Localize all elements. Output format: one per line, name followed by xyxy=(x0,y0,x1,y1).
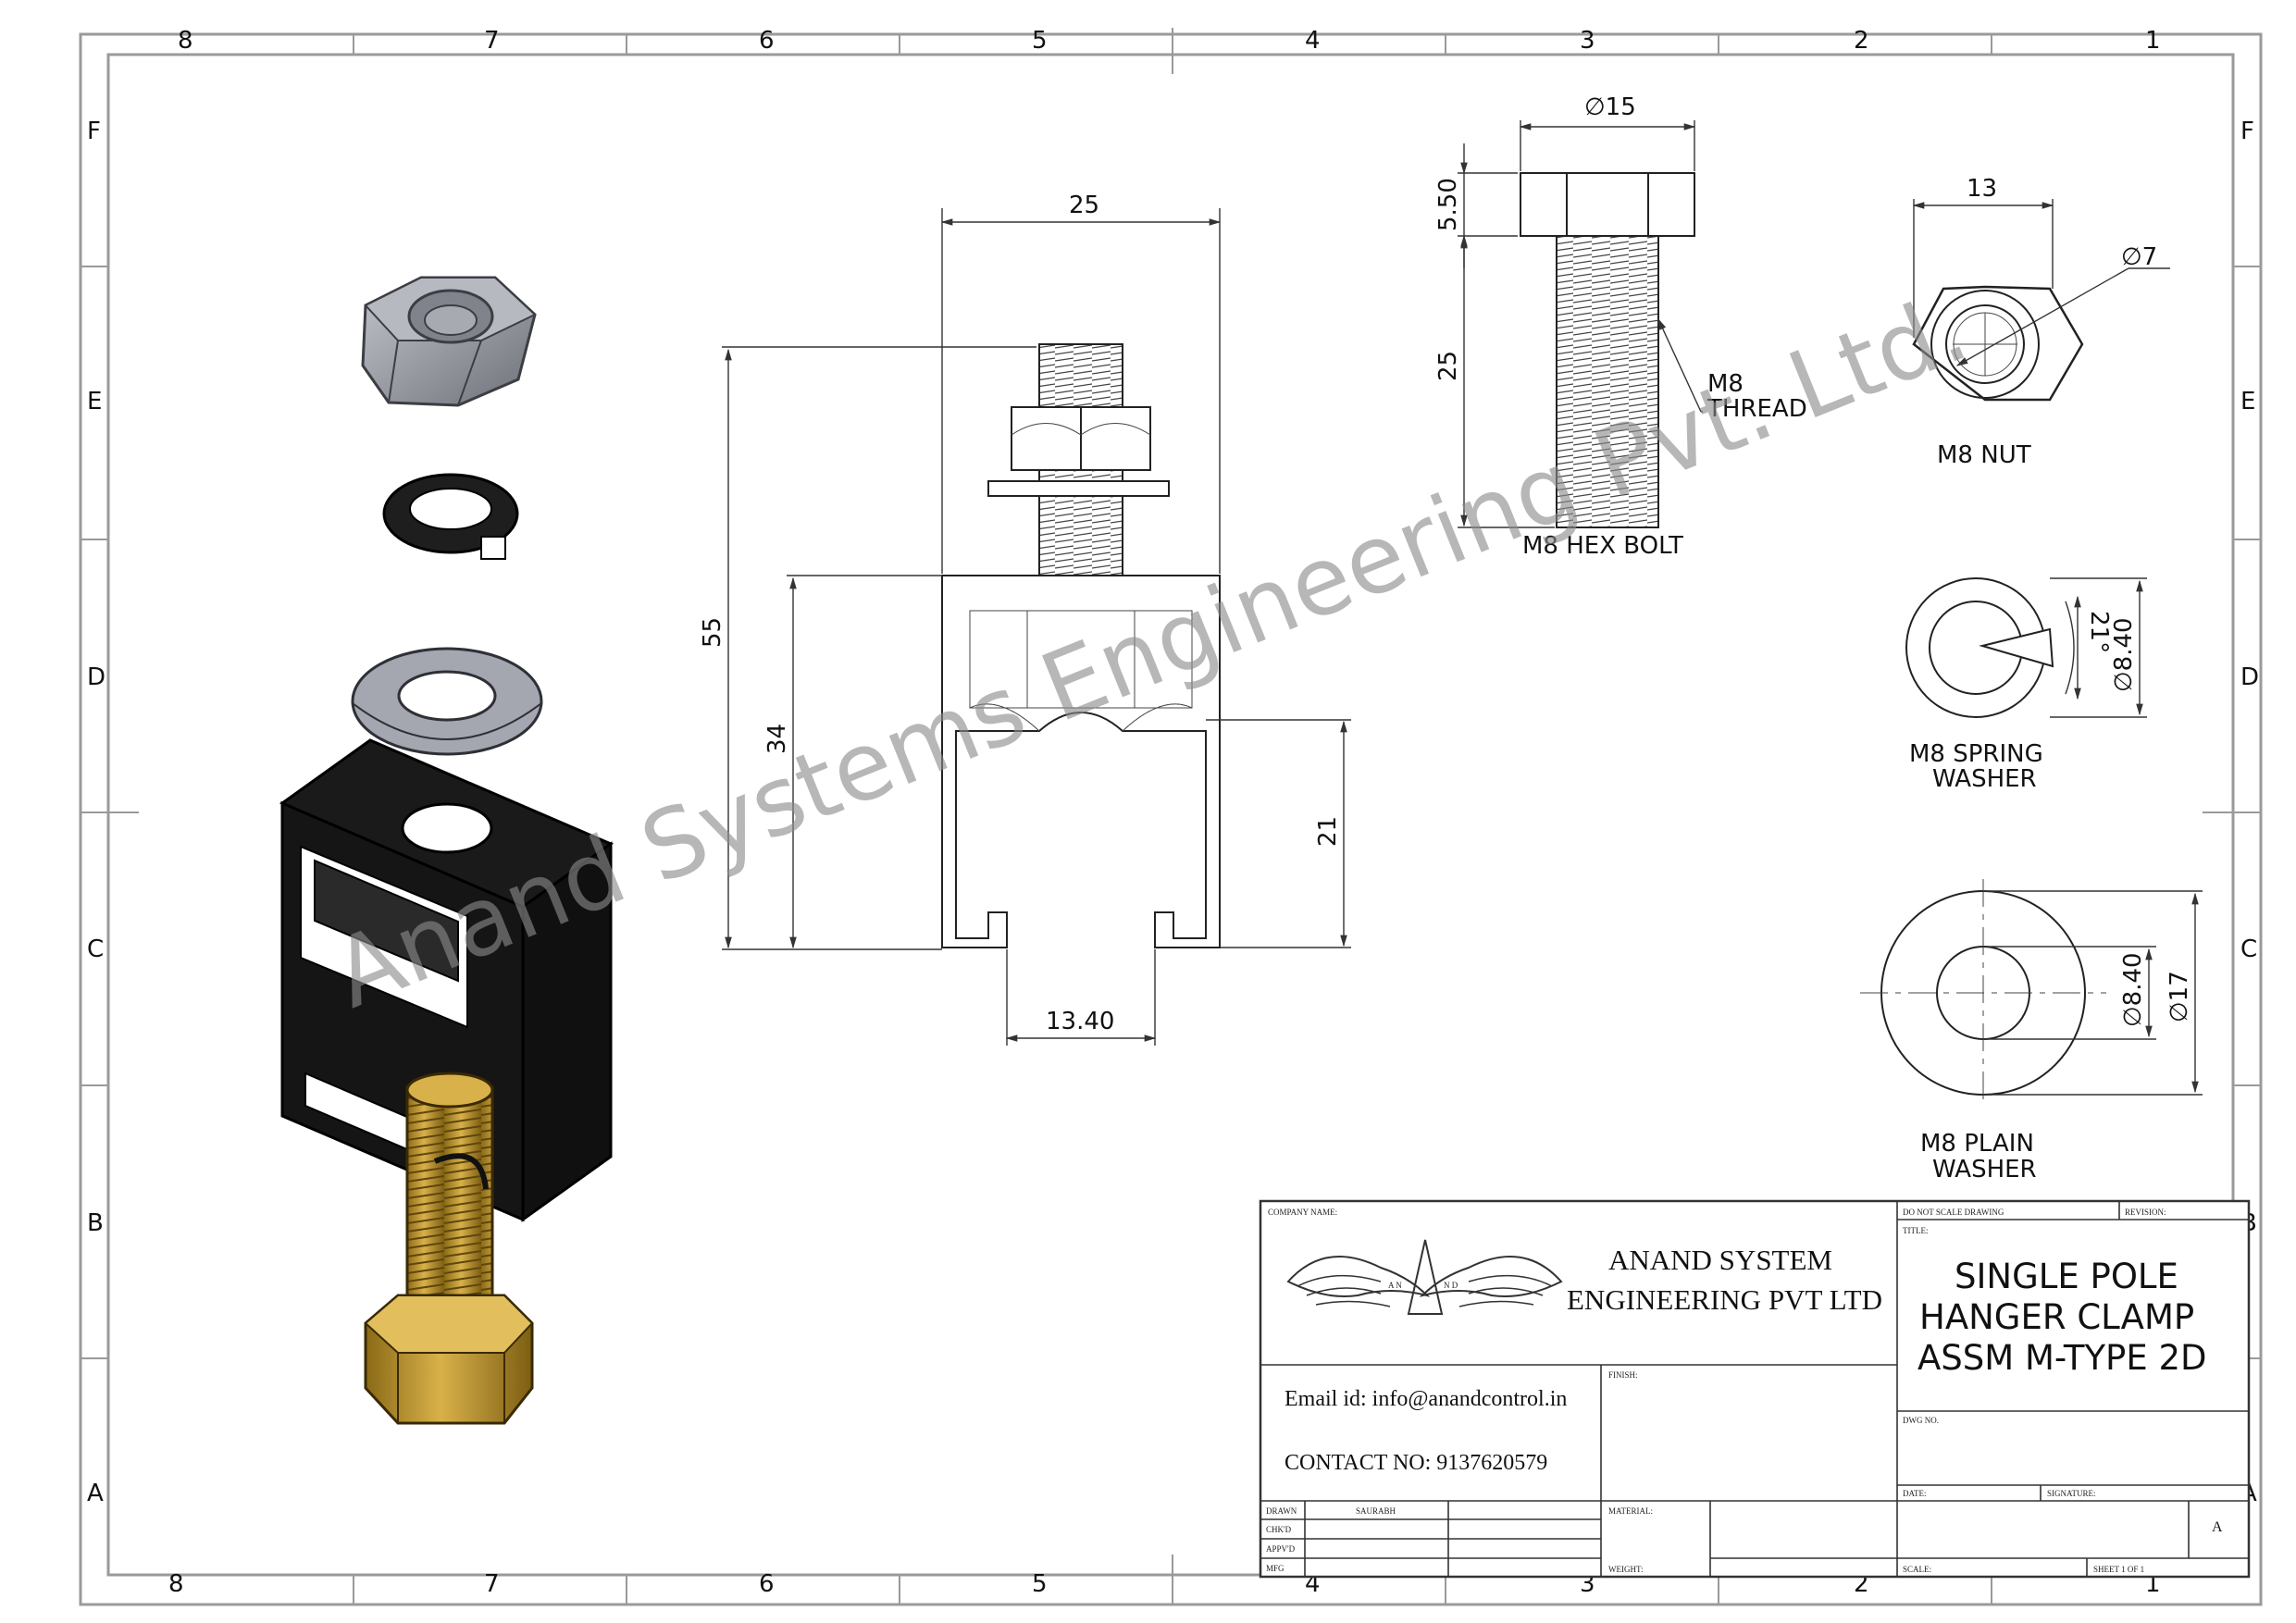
signature-label: SIGNATURE: xyxy=(2047,1489,2096,1498)
dim-spring-dia: ∅8.40 xyxy=(2110,617,2138,692)
zone-col-top: 3 xyxy=(1580,27,1595,55)
company-name-line-2: ENGINEERING PVT LTD xyxy=(1567,1283,1882,1316)
drawn-label: DRAWN xyxy=(1266,1506,1297,1516)
dim-clamp-height: 55 xyxy=(699,617,726,648)
bolt-caption: M8 HEX BOLT xyxy=(1522,532,1683,560)
dim-plain-outer: ∅17 xyxy=(2166,971,2193,1022)
company-name-label: COMPANY NAME: xyxy=(1268,1208,1337,1217)
zone-row-left: A xyxy=(87,1480,104,1507)
spring-washer-caption-2: WASHER xyxy=(1932,765,2037,793)
drawn-name: SAURABH xyxy=(1356,1506,1396,1516)
dim-clamp-jaw: 21 xyxy=(1314,816,1342,847)
dim-nut-width: 13 xyxy=(1967,175,1997,203)
dim-clamp-slot: 13.40 xyxy=(1046,1008,1114,1035)
dim-bolt-dia: ∅15 xyxy=(1584,93,1636,121)
nut-view: 13 ∅7 M8 NUT xyxy=(1912,175,2170,469)
dim-bolt-length: 25 xyxy=(1434,351,1462,381)
dim-bolt-head: 5.50 xyxy=(1434,178,1462,231)
spring-washer-view: 21° ∅8.40 M8 SPRING WASHER xyxy=(1905,577,2147,793)
zone-row-left: C xyxy=(87,935,104,963)
dim-clamp-width: 25 xyxy=(1069,192,1099,219)
hex-nut-3d xyxy=(361,276,537,407)
zone-row-right: F xyxy=(2240,118,2254,145)
nut-caption: M8 NUT xyxy=(1937,441,2031,469)
company-logo: A N N D xyxy=(1286,1239,1563,1315)
spring-washer-caption-1: M8 SPRING xyxy=(1909,740,2043,768)
weight-label: WEIGHT: xyxy=(1608,1565,1644,1574)
zone-col-top: 5 xyxy=(1032,27,1048,55)
brass-bolt-3d xyxy=(364,1072,534,1425)
sheet-size: A xyxy=(2212,1519,2223,1535)
plain-washer-caption-2: WASHER xyxy=(1932,1156,2037,1183)
plain-washer-view: ∅8.40 ∅17 M8 PLAIN WASHER xyxy=(1860,879,2203,1183)
clamp-front-view: 25 55 34 21 13.40 xyxy=(699,192,1351,1046)
zone-row-left: E xyxy=(87,388,102,415)
zone-col-top: 2 xyxy=(1854,27,1869,55)
zone-row-left: B xyxy=(87,1209,104,1237)
zone-row-left: F xyxy=(87,118,101,145)
finish-label: FINISH: xyxy=(1608,1370,1638,1380)
hex-bolt-view: ∅15 5.50 25 M8 THREAD M8 HEX BOLT xyxy=(1434,93,1807,560)
mfg-label: MFG xyxy=(1266,1564,1285,1573)
zone-col-bottom: 8 xyxy=(168,1570,184,1598)
date-label: DATE: xyxy=(1903,1489,1927,1498)
checked-label: CHK'D xyxy=(1266,1525,1292,1534)
material-label: MATERIAL: xyxy=(1608,1506,1653,1516)
dwg-no-label: DWG NO. xyxy=(1903,1416,1939,1425)
watermark-text: Anand Systems Engineering Pvt. Ltd. xyxy=(319,273,1982,1030)
zone-col-top: 4 xyxy=(1305,27,1321,55)
zone-col-top: 1 xyxy=(2145,27,2161,55)
zone-row-right: D xyxy=(2240,663,2259,691)
zone-col-bottom: 5 xyxy=(1032,1570,1048,1598)
sheet-border xyxy=(79,28,2263,1606)
title-label: TITLE: xyxy=(1903,1226,1929,1235)
bolt-thread-label-1: M8 xyxy=(1707,370,1744,398)
plain-washer-3d xyxy=(351,647,543,756)
zone-col-top: 8 xyxy=(178,27,193,55)
dim-spring-angle: 21° xyxy=(2085,611,2113,653)
dim-clamp-inner: 34 xyxy=(763,724,791,754)
drawing-title-line-3: ASSM M-TYPE 2D xyxy=(1917,1338,2207,1378)
spring-washer-3d xyxy=(382,473,519,560)
logo-text-left: A N xyxy=(1388,1281,1402,1290)
drawing-title-line-2: HANGER CLAMP xyxy=(1919,1297,2194,1337)
company-contact: CONTACT NO: 9137620579 xyxy=(1285,1451,1547,1475)
title-block: COMPANY NAME: A N N D ANAND SYSTEM ENGIN… xyxy=(1259,1199,2251,1579)
sheet-count: SHEET 1 OF 1 xyxy=(2093,1565,2144,1574)
dim-nut-hole: ∅7 xyxy=(2121,243,2157,271)
zone-col-bottom: 7 xyxy=(484,1570,500,1598)
zone-col-bottom: 6 xyxy=(759,1570,775,1598)
do-not-scale-label: DO NOT SCALE DRAWING xyxy=(1903,1208,2004,1217)
zone-row-right: C xyxy=(2240,935,2257,963)
drawing-title-line-1: SINGLE POLE xyxy=(1955,1257,2178,1296)
zone-row-left: D xyxy=(87,663,105,691)
bolt-thread-label-2: THREAD xyxy=(1706,395,1807,423)
revision-label: REVISION: xyxy=(2125,1208,2166,1217)
plain-washer-caption-1: M8 PLAIN xyxy=(1920,1130,2034,1158)
scale-label: SCALE: xyxy=(1903,1565,1931,1574)
zone-col-top: 6 xyxy=(759,27,775,55)
dim-plain-inner: ∅8.40 xyxy=(2119,952,2147,1027)
zone-row-right: E xyxy=(2240,388,2255,415)
zone-col-top: 7 xyxy=(484,27,500,55)
isometric-assembly xyxy=(279,276,614,1425)
company-email: Email id: info@anandcontrol.in xyxy=(1285,1387,1567,1411)
company-name-line-1: ANAND SYSTEM xyxy=(1608,1244,1832,1276)
logo-text-right: N D xyxy=(1444,1281,1458,1290)
approved-label: APPV'D xyxy=(1266,1544,1296,1554)
